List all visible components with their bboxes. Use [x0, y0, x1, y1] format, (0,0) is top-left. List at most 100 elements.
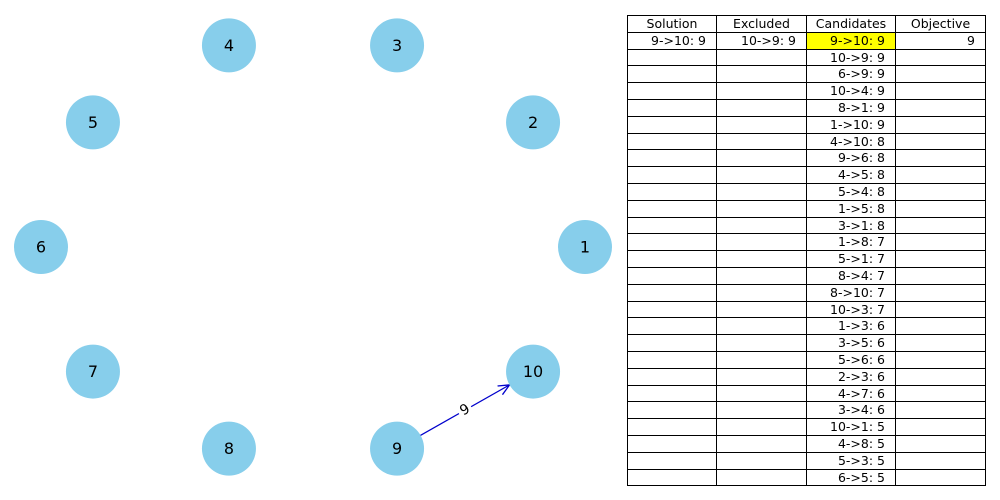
node-label-6: 6 [36, 238, 46, 257]
table-row: 10->4: 9 [627, 82, 986, 100]
candidate-cell: 5->6: 6 [806, 350, 896, 369]
node-label-8: 8 [224, 439, 234, 458]
table-row: 3->4: 6 [627, 401, 986, 420]
solution-cell [627, 418, 717, 436]
solution-cell [627, 367, 717, 386]
solution-cell [627, 334, 717, 352]
table-row: 1->10: 9 [627, 115, 986, 134]
excluded-cell [716, 451, 807, 470]
table-row: 1->5: 8 [627, 199, 986, 218]
candidate-cell: 5->1: 7 [806, 250, 896, 268]
solution-cell [627, 300, 717, 319]
table-row: 10->9: 9 [627, 48, 986, 67]
excluded-cell [716, 283, 807, 302]
objective-cell [895, 451, 986, 470]
objective-cell [895, 384, 986, 403]
table-row: 1->8: 7 [627, 233, 986, 252]
node-1 [558, 220, 612, 274]
edges-layer: 9 [416, 385, 509, 438]
objective-cell [895, 98, 986, 117]
node-label-4: 4 [224, 36, 234, 55]
solution-cell [627, 266, 717, 285]
excluded-cell [716, 418, 807, 436]
excluded-cell [716, 216, 807, 235]
candidate-cell: 9->10: 9 [806, 31, 896, 50]
solution-cell [627, 199, 717, 218]
objective-cell [895, 317, 986, 336]
excluded-cell [716, 98, 807, 117]
solution-cell [627, 216, 717, 235]
solution-cell [627, 250, 717, 268]
objective-cell [895, 48, 986, 67]
objective-cell [895, 182, 986, 201]
table-row: 2->3: 6 [627, 367, 986, 386]
objective-cell [895, 401, 986, 420]
solution-cell [627, 132, 717, 151]
excluded-cell [716, 48, 807, 67]
table-row: 8->1: 9 [627, 98, 986, 117]
candidate-cell: 8->10: 7 [806, 283, 896, 302]
objective-cell [895, 283, 986, 302]
objective-cell [895, 468, 986, 487]
solution-cell [627, 65, 717, 84]
node-label-1: 1 [580, 238, 590, 257]
objective-cell [895, 82, 986, 100]
solution-cell [627, 82, 717, 100]
table-row: 6->5: 5 [627, 468, 986, 487]
candidate-cell: 4->5: 8 [806, 166, 896, 184]
excluded-cell [716, 300, 807, 319]
node-label-7: 7 [88, 362, 98, 381]
objective-cell [895, 115, 986, 134]
node-label-2: 2 [528, 113, 538, 132]
excluded-cell [716, 250, 807, 268]
header-solution: Solution [627, 15, 717, 33]
node-9 [370, 421, 425, 476]
excluded-cell [716, 350, 807, 369]
solution-cell [627, 384, 717, 403]
node-6 [14, 220, 68, 274]
table-row: 4->5: 8 [627, 166, 986, 184]
candidate-cell: 6->5: 5 [806, 468, 896, 487]
solution-table: Solution Excluded Candidates Objective 9… [627, 15, 986, 487]
header-candidates: Candidates [806, 15, 896, 33]
solution-cell [627, 283, 717, 302]
solution-cell [627, 115, 717, 134]
candidate-cell: 5->4: 8 [806, 182, 896, 201]
node-7 [65, 344, 120, 399]
table-row: 4->10: 8 [627, 132, 986, 151]
table-row: 4->8: 5 [627, 434, 986, 453]
table-row: 1->3: 6 [627, 317, 986, 336]
solution-cell [627, 468, 717, 487]
solution-cell [627, 166, 717, 184]
header-objective: Objective [895, 15, 986, 33]
objective-cell [895, 199, 986, 218]
table-row: 5->3: 5 [627, 451, 986, 470]
candidate-cell: 10->1: 5 [806, 418, 896, 436]
excluded-cell [716, 149, 807, 168]
node-10 [506, 344, 561, 399]
excluded-cell [716, 182, 807, 201]
header-excluded: Excluded [716, 15, 807, 33]
candidate-cell: 5->3: 5 [806, 451, 896, 470]
table-row: 10->3: 7 [627, 300, 986, 319]
candidate-cell: 1->8: 7 [806, 233, 896, 252]
solution-cell [627, 434, 717, 453]
excluded-cell [716, 367, 807, 386]
candidate-cell: 9->6: 8 [806, 149, 896, 168]
solution-cell [627, 317, 717, 336]
objective-cell [895, 434, 986, 453]
objective-cell [895, 334, 986, 352]
candidate-cell: 3->5: 6 [806, 334, 896, 352]
objective-cell [895, 367, 986, 386]
solution-cell [627, 350, 717, 369]
node-4 [201, 18, 256, 73]
candidate-cell: 10->4: 9 [806, 82, 896, 100]
candidate-cell: 2->3: 6 [806, 367, 896, 386]
objective-cell [895, 250, 986, 268]
excluded-cell [716, 317, 807, 336]
objective-cell [895, 418, 986, 436]
table-row: 3->5: 6 [627, 334, 986, 352]
objective-cell [895, 233, 986, 252]
